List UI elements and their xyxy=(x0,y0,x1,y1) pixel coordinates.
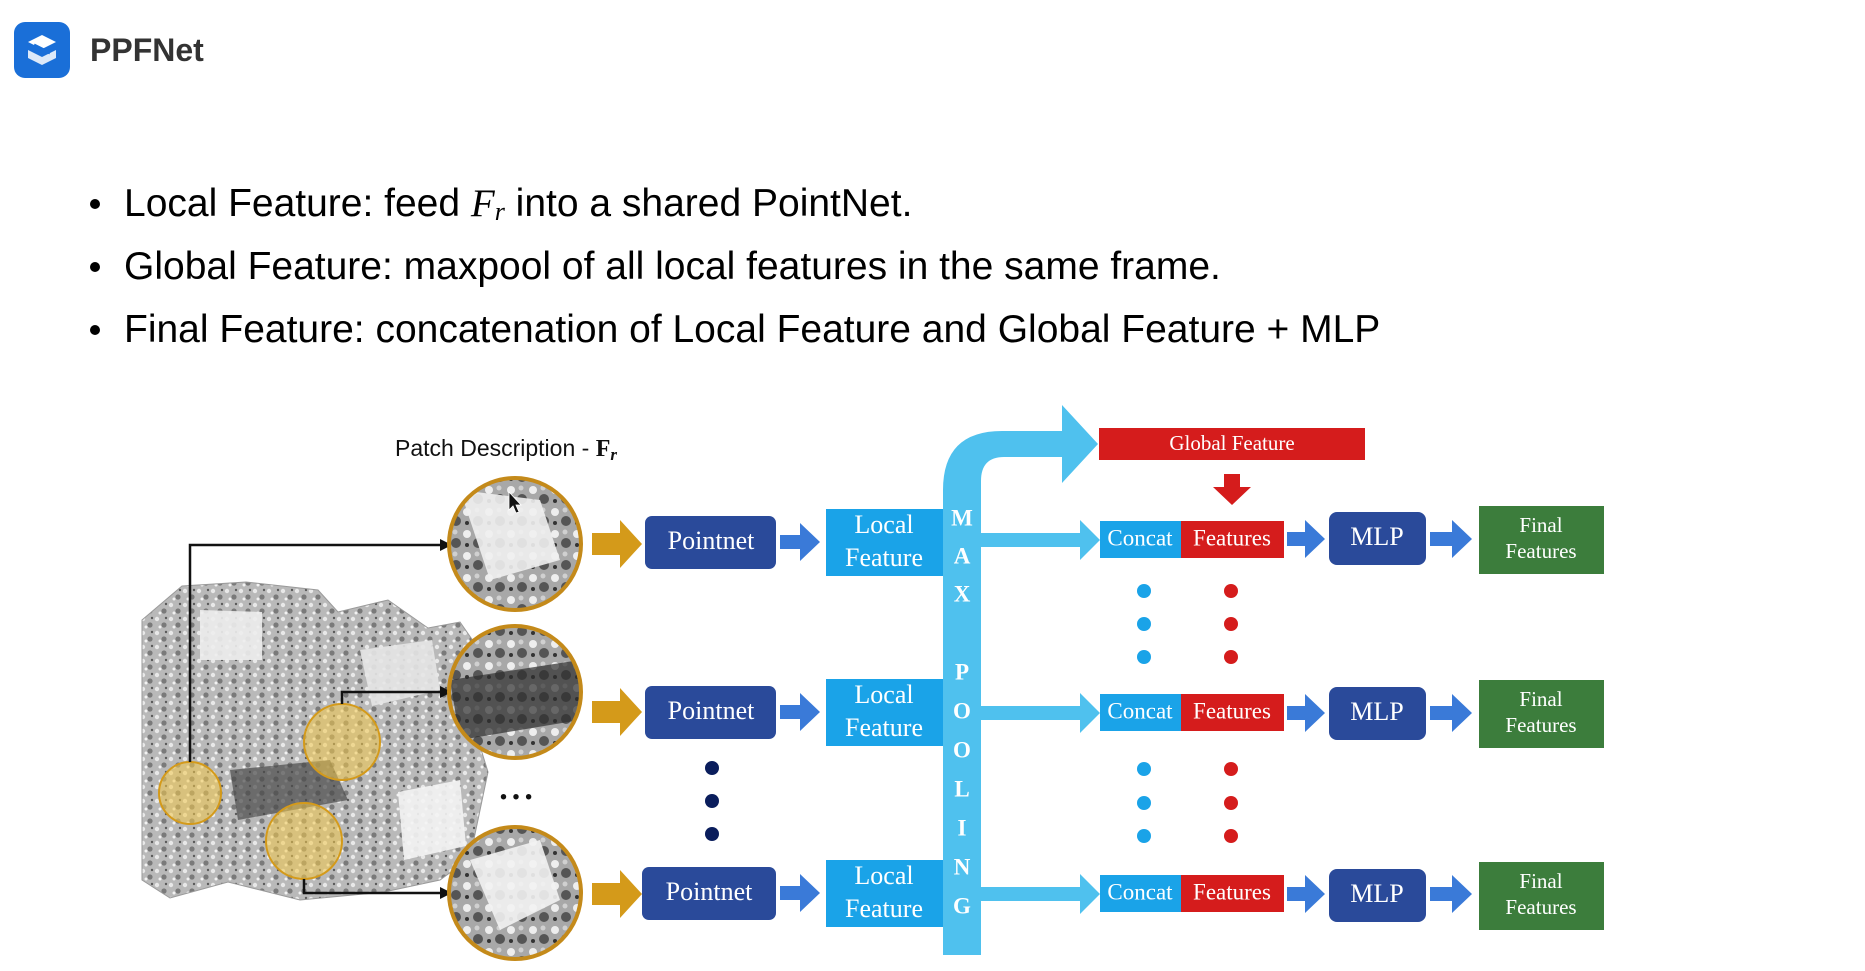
connector-arrowheads xyxy=(440,539,452,899)
maxpool-letter: P xyxy=(955,659,969,684)
final-features-line2: Features xyxy=(1505,539,1576,563)
pointnet-box-3: Pointnet xyxy=(642,867,776,920)
gold-arrows xyxy=(592,520,642,918)
mlp-label: MLP xyxy=(1350,522,1403,551)
pointnet-vertical-dots xyxy=(705,761,719,841)
features-label: Features xyxy=(1193,525,1271,550)
maxpool-letter: M xyxy=(951,505,973,530)
features-to-mlp-arrows xyxy=(1287,520,1325,913)
bullet-dot xyxy=(90,198,100,209)
bullet-item-local-feature: Local Feature: feed Fr into a shared Poi… xyxy=(90,172,1380,235)
header: PPFNet xyxy=(14,22,204,78)
patch-label-var: F xyxy=(596,436,611,462)
concat-label: Concat xyxy=(1107,525,1173,550)
bullet-list: Local Feature: feed Fr into a shared Poi… xyxy=(90,172,1380,361)
patch-description-label: Patch Description - Fr xyxy=(395,435,617,464)
local-feature-line2: Feature xyxy=(845,713,923,742)
local-feature-line1: Local xyxy=(854,680,913,709)
bullet-text: Global Feature: maxpool of all local fea… xyxy=(124,244,1221,288)
global-feature-box: Global Feature xyxy=(1099,428,1365,460)
final-features-line2: Features xyxy=(1505,895,1576,919)
concat-features-row-1: Concat Features xyxy=(1100,521,1284,558)
features-label: Features xyxy=(1193,879,1271,904)
app-title: PPFNet xyxy=(90,31,204,68)
maxpool-letter: A xyxy=(954,543,971,568)
zoom-patch-1 xyxy=(447,476,583,612)
maxpool-letter: N xyxy=(954,854,971,879)
features-dots-upper xyxy=(1224,584,1238,664)
app-logo-icon xyxy=(14,22,70,78)
bullet-dot xyxy=(90,261,100,272)
local-feature-line1: Local xyxy=(854,510,913,539)
maxpool-letter: G xyxy=(953,893,971,918)
final-features-line1: Final xyxy=(1519,869,1562,893)
maxpool-letter: O xyxy=(953,698,971,723)
local-feature-line1: Local xyxy=(854,861,913,890)
bullet-text-pre: Local Feature: feed xyxy=(124,182,471,225)
mlp-box-1: MLP xyxy=(1329,512,1426,565)
concat-dots-upper xyxy=(1137,584,1151,664)
patches-ellipsis: • • • xyxy=(500,786,532,808)
pointnet-label: Pointnet xyxy=(666,877,753,906)
concat-features-row-3: Concat Features xyxy=(1100,875,1284,912)
bullet-item-global-feature: Global Feature: maxpool of all local fea… xyxy=(90,235,1380,298)
local-feature-box-3: Local Feature xyxy=(826,860,943,927)
global-down-arrow xyxy=(1213,474,1251,505)
pointnet-to-local-arrows xyxy=(780,523,820,912)
local-feature-box-1: Local Feature xyxy=(826,509,943,576)
maxpool-letter: X xyxy=(954,581,971,606)
features-dots-lower xyxy=(1224,762,1238,843)
final-features-box-1: Final Features xyxy=(1479,506,1604,574)
bullet-item-final-feature: Final Feature: concatenation of Local Fe… xyxy=(90,298,1380,361)
svg-text:Patch Description - Fr: Patch Description - Fr xyxy=(395,435,617,464)
final-features-line1: Final xyxy=(1519,687,1562,711)
zoom-patch-2 xyxy=(447,624,583,760)
features-label: Features xyxy=(1193,698,1271,723)
patch-connectors xyxy=(188,543,440,895)
mlp-label: MLP xyxy=(1350,879,1403,908)
pointnet-label: Pointnet xyxy=(668,526,755,555)
patch-label-text: Patch Description - xyxy=(395,435,596,461)
final-features-line2: Features xyxy=(1505,713,1576,737)
math-var: F xyxy=(470,182,495,225)
pointnet-box-2: Pointnet xyxy=(645,686,776,739)
bullet-dot xyxy=(90,324,100,335)
maxpool-letter: O xyxy=(953,737,971,762)
pointnet-label: Pointnet xyxy=(668,696,755,725)
bullet-text-post: into a shared PointNet. xyxy=(504,182,913,225)
bullet-text: Local Feature: feed Fr into a shared Poi… xyxy=(124,181,912,226)
maxpool-letter: I xyxy=(958,815,967,840)
local-to-concat-arrows xyxy=(981,520,1100,914)
concat-features-row-2: Concat Features xyxy=(1100,694,1284,731)
bullet-text: Final Feature: concatenation of Local Fe… xyxy=(124,307,1381,351)
concat-label: Concat xyxy=(1107,698,1173,723)
maxpool-letters: M A X P O O L I N G xyxy=(951,505,973,918)
math-sub: r xyxy=(494,197,505,226)
point-cloud-scan xyxy=(141,581,489,901)
mouse-cursor-icon xyxy=(508,490,522,514)
mlp-box-2: MLP xyxy=(1329,687,1426,740)
mlp-to-final-arrows xyxy=(1430,520,1472,913)
mlp-label: MLP xyxy=(1350,697,1403,726)
local-feature-line2: Feature xyxy=(845,894,923,923)
local-feature-line2: Feature xyxy=(845,543,923,572)
patch-label-sub: r xyxy=(610,445,617,464)
math-f-r: Fr xyxy=(470,182,505,226)
mlp-box-3: MLP xyxy=(1329,869,1426,922)
global-feature-label: Global Feature xyxy=(1169,431,1294,455)
pointnet-box-1: Pointnet xyxy=(645,516,776,569)
max-pooling-column xyxy=(943,405,1098,955)
concat-label: Concat xyxy=(1107,879,1173,904)
zoom-patch-3 xyxy=(447,825,583,961)
final-features-line1: Final xyxy=(1519,513,1562,537)
local-feature-box-2: Local Feature xyxy=(826,679,943,746)
final-features-box-3: Final Features xyxy=(1479,862,1604,930)
concat-dots-lower xyxy=(1137,762,1151,843)
final-features-box-2: Final Features xyxy=(1479,680,1604,748)
maxpool-letter: L xyxy=(954,776,969,801)
